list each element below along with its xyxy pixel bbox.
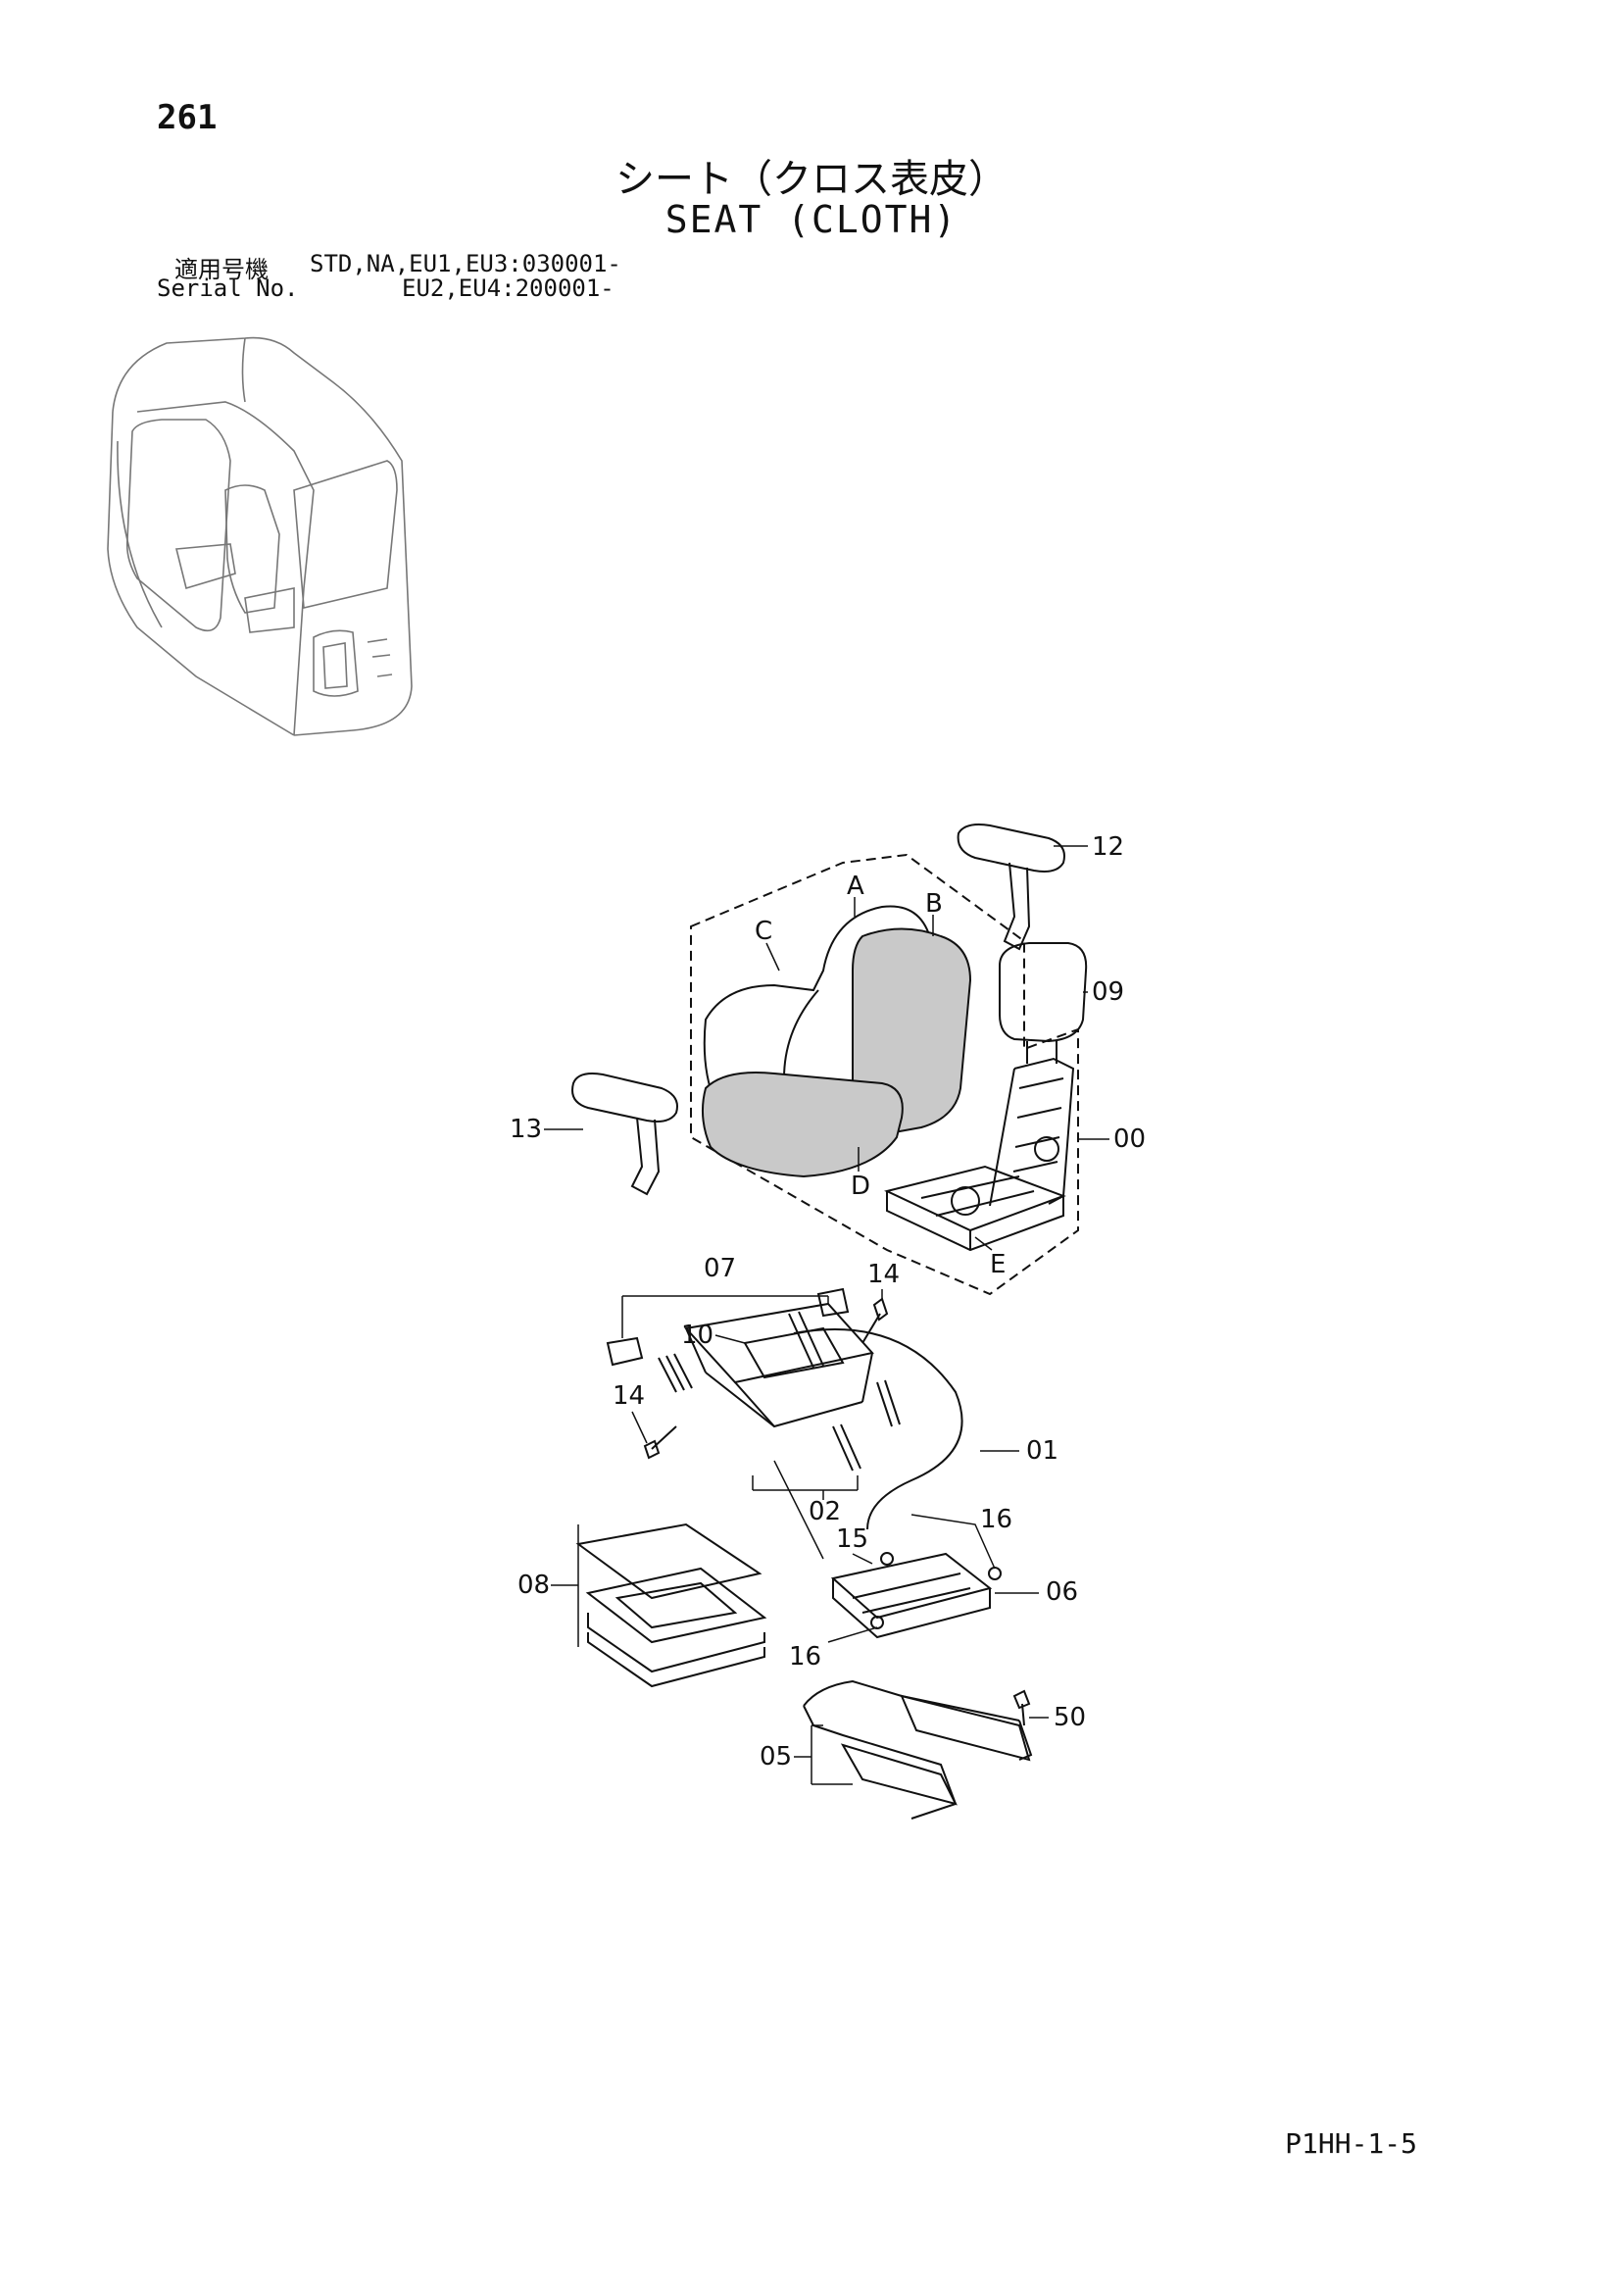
callout-c: C <box>755 917 772 946</box>
callout-d: D <box>851 1172 870 1201</box>
suspension-frame <box>606 1287 963 1530</box>
cab-overview-illustration <box>107 336 413 736</box>
callout-b: B <box>925 889 943 919</box>
page-number: 261 <box>157 98 218 137</box>
footer-code: P1HH-1-5 <box>1285 2127 1417 2160</box>
headrest <box>999 942 1088 1064</box>
callout-50: 50 <box>1054 1703 1086 1732</box>
page-title-japanese: シート（クロス表皮） <box>615 157 1008 202</box>
callout-14-lower: 14 <box>613 1381 645 1411</box>
callout-02: 02 <box>809 1497 841 1526</box>
serial-label-english: Serial No. <box>157 275 299 302</box>
callout-12: 12 <box>1092 832 1124 862</box>
armrest-right <box>957 824 1065 951</box>
callout-16-lower: 16 <box>789 1642 821 1672</box>
slide-base <box>773 1460 1002 1639</box>
callout-14-upper: 14 <box>867 1260 900 1289</box>
serial-range-line-2: EU2,EU4:200001- <box>402 275 615 302</box>
serial-range-line-1: STD,NA,EU1,EU3:030001- <box>310 250 621 277</box>
callout-07: 07 <box>704 1254 736 1283</box>
armrest-left <box>571 1073 678 1196</box>
callout-13: 13 <box>510 1115 542 1144</box>
callout-10: 10 <box>681 1321 713 1350</box>
callout-00: 00 <box>1113 1124 1146 1154</box>
callout-05: 05 <box>760 1742 792 1772</box>
callout-01: 01 <box>1026 1436 1058 1466</box>
slide-rail <box>803 1679 1033 1820</box>
bolts <box>643 1297 889 1460</box>
callout-16-upper: 16 <box>980 1505 1012 1534</box>
seat-cushion-and-backrest <box>701 905 972 1178</box>
callout-15: 15 <box>836 1524 868 1554</box>
callout-06: 06 <box>1046 1577 1078 1607</box>
bellows-cover <box>575 1522 767 1688</box>
callout-a: A <box>847 872 864 901</box>
page-title-english: SEAT (CLOTH) <box>664 198 959 241</box>
callout-e: E <box>990 1250 1006 1279</box>
serial-label-japanese: 適用号機 <box>174 256 269 283</box>
callout-09: 09 <box>1092 977 1124 1007</box>
seat-frame <box>884 1057 1075 1252</box>
callout-08: 08 <box>517 1571 550 1600</box>
